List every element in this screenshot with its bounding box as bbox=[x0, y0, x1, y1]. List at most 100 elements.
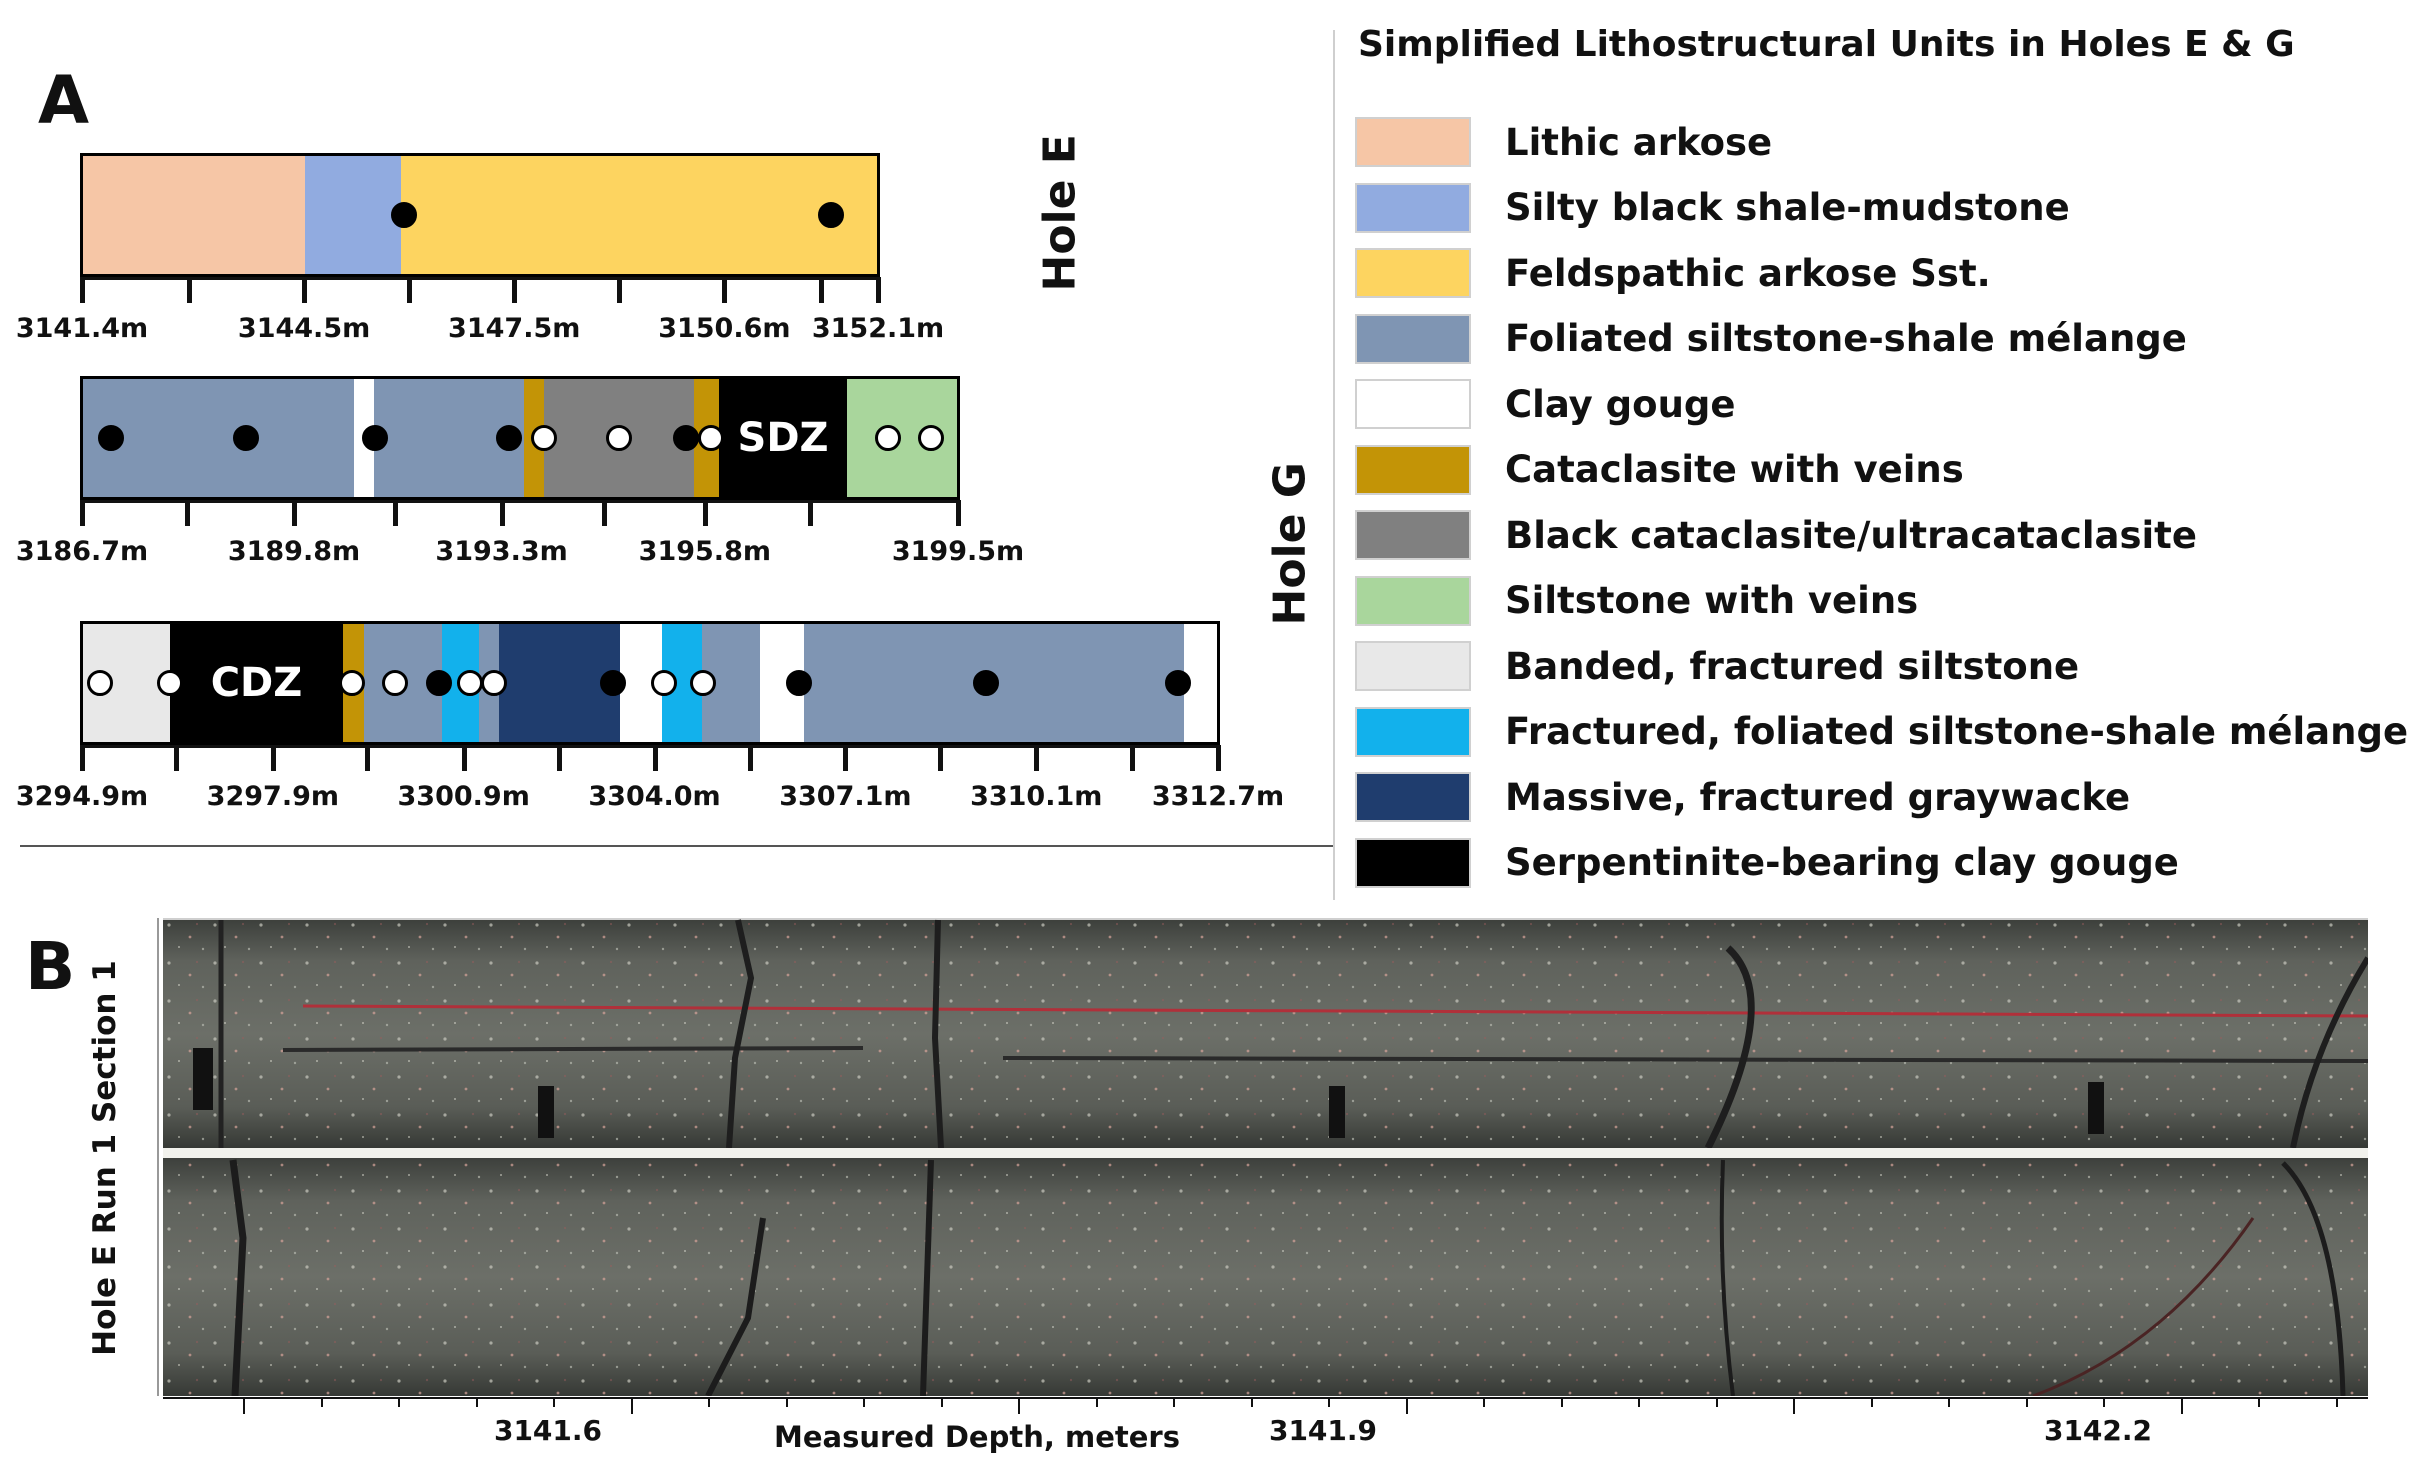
legend-item: Foliated siltstone-shale mélange bbox=[1355, 311, 2187, 367]
depth-tick bbox=[174, 745, 180, 771]
core-depth-tick bbox=[2103, 1398, 2105, 1407]
depth-tick-label: 3199.5m bbox=[891, 536, 1025, 567]
depth-axis-hole-g-lower bbox=[80, 745, 1220, 748]
legend-swatch bbox=[1355, 182, 1471, 233]
panel-a-bottom-rule bbox=[20, 845, 1333, 847]
core-depth-tick bbox=[863, 1398, 865, 1407]
sample-dot-filled bbox=[599, 670, 626, 696]
sample-dot-open bbox=[605, 425, 632, 451]
core-depth-tick bbox=[1328, 1398, 1330, 1407]
depth-tick bbox=[1129, 745, 1135, 771]
unit-segment bbox=[304, 156, 401, 274]
legend-swatch bbox=[1355, 575, 1471, 626]
sample-dot-filled bbox=[361, 425, 388, 451]
depth-tick bbox=[365, 745, 371, 771]
sample-dot-filled bbox=[495, 425, 522, 451]
depth-tick bbox=[956, 500, 961, 526]
depth-label-3: 3142.2 bbox=[2043, 1414, 2153, 1447]
depth-tick bbox=[392, 500, 398, 526]
depth-tick-label: 3307.1m bbox=[779, 781, 912, 812]
legend-item: Clay gouge bbox=[1355, 376, 1736, 432]
depth-tick bbox=[702, 500, 708, 526]
sample-dot-filled bbox=[390, 202, 417, 228]
legend-swatch bbox=[1355, 444, 1471, 495]
depth-tick bbox=[80, 500, 85, 526]
legend-label: Feldspathic arkose Sst. bbox=[1505, 251, 1991, 295]
core-depth-tick bbox=[1560, 1398, 1563, 1407]
core-depth-tick bbox=[708, 1398, 710, 1407]
unit-segment bbox=[400, 156, 877, 274]
legend-item: Feldspathic arkose Sst. bbox=[1355, 245, 1991, 301]
legend-swatch bbox=[1355, 772, 1471, 822]
legend-item: Siltstone with veins bbox=[1355, 573, 1918, 629]
depth-tick bbox=[937, 745, 943, 771]
sample-dot-open bbox=[697, 425, 724, 451]
depth-tick-label: 3310.1m bbox=[970, 781, 1103, 812]
sample-dot-filled bbox=[426, 670, 453, 696]
unit-segment bbox=[83, 156, 305, 274]
sample-dot-filled bbox=[233, 425, 260, 451]
depth-tick-label: 3141.4m bbox=[15, 313, 149, 344]
depth-tick-label: 3300.9m bbox=[397, 781, 530, 812]
sample-dot-open bbox=[917, 425, 944, 451]
legend-item: Serpentinite-bearing clay gouge bbox=[1355, 835, 2179, 891]
sample-dot-open bbox=[874, 425, 901, 451]
core-depth-tick bbox=[1095, 1398, 1098, 1407]
depth-tick-label: 3189.8m bbox=[227, 536, 361, 567]
lithology-strip-hole-e bbox=[80, 153, 880, 277]
core-depth-tick bbox=[475, 1398, 478, 1407]
depth-tick bbox=[1034, 745, 1040, 771]
legend-label: Foliated siltstone-shale mélange bbox=[1505, 317, 2187, 360]
panel-b-left-rule bbox=[157, 918, 159, 1396]
core-depth-tick bbox=[398, 1398, 400, 1407]
sample-dot-filled bbox=[673, 425, 700, 451]
core-depth-tick bbox=[1715, 1398, 1718, 1407]
core-depth-tick bbox=[2335, 1398, 2338, 1407]
depth-tick bbox=[876, 277, 881, 303]
depth-tick bbox=[291, 500, 297, 526]
core-depth-tick bbox=[630, 1398, 633, 1414]
depth-tick-label: 3147.5m bbox=[448, 313, 581, 344]
legend-swatch bbox=[1355, 117, 1471, 167]
legend-title: Simplified Lithostructural Units in Hole… bbox=[1358, 24, 2295, 65]
legend-item: Black cataclasite/ultracataclasite bbox=[1355, 507, 2197, 563]
legend-item: Silty black shale-mudstone bbox=[1355, 180, 2070, 236]
sample-dot-open bbox=[650, 670, 677, 696]
depth-tick-label: 3294.9m bbox=[15, 781, 149, 812]
depth-tick bbox=[807, 500, 813, 526]
legend-label: Massive, fractured graywacke bbox=[1505, 775, 2131, 819]
depth-tick-label: 3186.7m bbox=[15, 536, 149, 567]
core-depth-tick bbox=[1870, 1398, 1873, 1407]
depth-tick bbox=[302, 277, 308, 303]
depth-tick bbox=[512, 277, 518, 303]
sample-dot-open bbox=[690, 670, 717, 696]
depth-tick-label: 3193.3m bbox=[435, 536, 568, 567]
legend-item: Lithic arkose bbox=[1355, 114, 1772, 170]
core-depth-tick bbox=[2180, 1398, 2183, 1414]
sample-dot-filled bbox=[972, 670, 999, 696]
depth-tick bbox=[461, 745, 467, 771]
legend-item: Cataclasite with veins bbox=[1355, 442, 1964, 498]
core-depth-tick bbox=[2258, 1398, 2260, 1407]
legend-label: Silty black shale-mudstone bbox=[1505, 186, 2070, 229]
legend-swatch bbox=[1355, 379, 1471, 429]
legend-label: Cataclasite with veins bbox=[1505, 448, 1964, 491]
depth-tick bbox=[819, 277, 825, 303]
core-depth-tick bbox=[1483, 1398, 1485, 1407]
depth-tick bbox=[1216, 745, 1221, 771]
sample-dot-open bbox=[381, 670, 408, 696]
legend-item: Massive, fractured graywacke bbox=[1355, 769, 2130, 825]
core-photo-svg bbox=[163, 918, 2368, 1396]
legend-swatch bbox=[1355, 837, 1471, 888]
depth-tick-label: 3150.6m bbox=[658, 313, 791, 344]
legend-swatch bbox=[1355, 313, 1471, 364]
depth-axis-title: Measured Depth, meters bbox=[774, 1420, 1180, 1454]
depth-tick bbox=[843, 745, 849, 771]
depth-tick bbox=[722, 277, 728, 303]
depth-tick bbox=[652, 745, 658, 771]
core-depth-tick bbox=[553, 1398, 555, 1407]
zone-label: SDZ bbox=[737, 415, 829, 461]
legend-label: Banded, fractured siltstone bbox=[1505, 644, 2080, 688]
depth-tick-label: 3312.7m bbox=[1151, 781, 1285, 812]
depth-tick-label: 3297.9m bbox=[206, 781, 340, 812]
